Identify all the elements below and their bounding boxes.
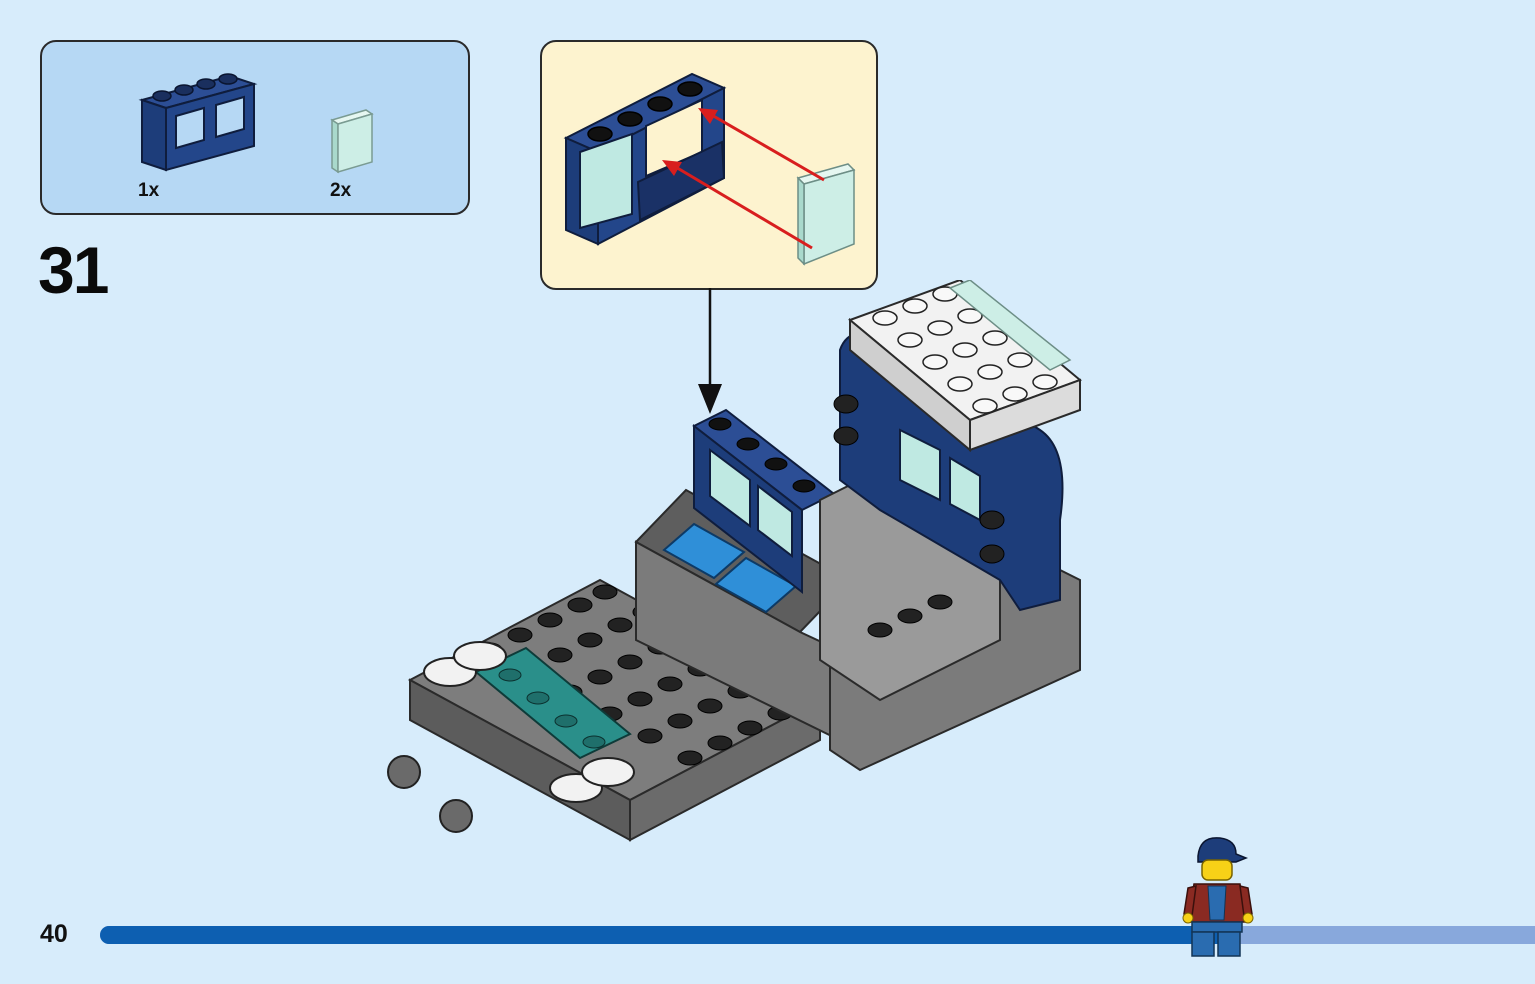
window-assembly-illustration xyxy=(563,72,856,266)
page-number: 40 xyxy=(40,920,68,948)
step-number: 31 xyxy=(38,233,109,307)
main-model-illustration xyxy=(380,278,1100,885)
part-quantity-window-glass: 2x xyxy=(330,180,352,201)
sub-assembly-callout xyxy=(540,40,878,290)
progress-fill xyxy=(100,926,1234,944)
progress-bar xyxy=(100,926,1535,944)
parts-list-box: 1x 2x xyxy=(40,40,470,215)
minifigure-icon xyxy=(1180,834,1260,963)
part-quantity-window-frame: 1x xyxy=(138,180,160,201)
window-glass-part-icon xyxy=(328,106,378,176)
placement-arrow xyxy=(690,288,730,423)
window-frame-part-icon xyxy=(138,70,258,174)
